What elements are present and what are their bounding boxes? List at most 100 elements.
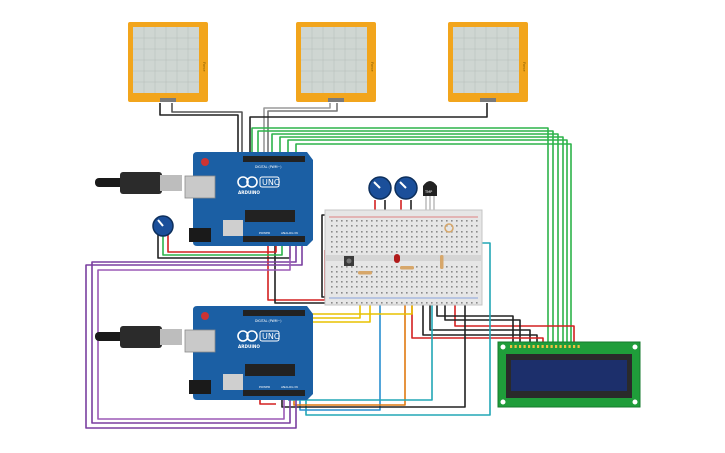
- breadboard-hole: [366, 241, 368, 243]
- breadboard-hole: [466, 271, 468, 273]
- breadboard-hole: [416, 246, 418, 248]
- breadboard-hole: [346, 236, 348, 238]
- breadboard-hole: [461, 236, 463, 238]
- breadboard-hole: [396, 246, 398, 248]
- breadboard-hole: [416, 241, 418, 243]
- breadboard-hole: [391, 286, 393, 288]
- breadboard-hole: [441, 302, 443, 304]
- potentiometer-3[interactable]: [394, 176, 418, 200]
- force-sensor-1[interactable]: Force: [128, 22, 208, 102]
- breadboard-hole: [371, 220, 373, 222]
- breadboard-hole: [351, 236, 353, 238]
- breadboard-hole: [381, 281, 383, 283]
- force-sensor-2[interactable]: Force: [296, 22, 376, 102]
- breadboard-hole: [441, 286, 443, 288]
- breadboard-hole: [376, 225, 378, 227]
- breadboard-hole: [451, 241, 453, 243]
- arduino-bottom-model: UNO: [262, 332, 280, 341]
- breadboard-hole: [476, 276, 478, 278]
- wire-black-lcd-3: [429, 303, 531, 348]
- led-icon[interactable]: [394, 254, 400, 263]
- breadboard-hole: [351, 276, 353, 278]
- breadboard-hole: [336, 292, 338, 294]
- breadboard-hole: [401, 246, 403, 248]
- lcd-pin: [519, 345, 522, 348]
- potentiometer-icon[interactable]: [152, 215, 174, 237]
- breadboard-hole: [341, 236, 343, 238]
- breadboard-hole: [416, 281, 418, 283]
- breadboard-hole: [436, 302, 438, 304]
- breadboard-hole: [331, 225, 333, 227]
- breadboard-hole: [456, 220, 458, 222]
- breadboard-hole: [351, 292, 353, 294]
- breadboard-hole: [426, 246, 428, 248]
- wire-black-bottom: [281, 303, 466, 408]
- breadboard-hole: [411, 276, 413, 278]
- breadboard-hole: [471, 251, 473, 253]
- breadboard-hole: [421, 231, 423, 233]
- breadboard-hole: [391, 246, 393, 248]
- arduino-top-power-label: POWER: [259, 231, 270, 235]
- breadboard-hole: [351, 246, 353, 248]
- breadboard-hole: [426, 220, 428, 222]
- breadboard-hole: [441, 231, 443, 233]
- potentiometer-2[interactable]: [368, 176, 392, 200]
- breadboard-hole: [421, 292, 423, 294]
- breadboard-hole: [436, 246, 438, 248]
- breadboard-hole: [376, 231, 378, 233]
- breadboard-hole: [346, 276, 348, 278]
- arduino-uno-bottom[interactable]: DIGITAL (PWM~) UNO ARDUINO POWER ANALOG …: [184, 306, 313, 400]
- wire-black-sensor3: [249, 103, 488, 157]
- breadboard-hole: [376, 292, 378, 294]
- breadboard-hole: [351, 241, 353, 243]
- pushbutton-icon[interactable]: [344, 256, 354, 266]
- breadboard-hole: [476, 236, 478, 238]
- breadboard-hole: [451, 236, 453, 238]
- breadboard-hole: [401, 286, 403, 288]
- breadboard-hole: [446, 271, 448, 273]
- breadboard-hole: [406, 292, 408, 294]
- breadboard-hole: [371, 302, 373, 304]
- breadboard-hole: [396, 236, 398, 238]
- wire-red-pot: [167, 234, 277, 253]
- breadboard-hole: [411, 246, 413, 248]
- breadboard-hole: [331, 302, 333, 304]
- breadboard-hole: [421, 251, 423, 253]
- breadboard-hole: [476, 241, 478, 243]
- breadboard-hole: [391, 276, 393, 278]
- breadboard-hole: [401, 231, 403, 233]
- breadboard-hole: [466, 231, 468, 233]
- breadboard-hole: [441, 292, 443, 294]
- breadboard-hole: [391, 236, 393, 238]
- breadboard-hole: [341, 266, 343, 268]
- breadboard-hole: [416, 286, 418, 288]
- arduino-bottom-analog-label: ANALOG IN: [281, 385, 298, 389]
- breadboard-hole: [466, 220, 468, 222]
- breadboard-hole: [441, 281, 443, 283]
- breadboard-hole: [386, 225, 388, 227]
- breadboard-hole: [436, 281, 438, 283]
- breadboard-hole: [426, 225, 428, 227]
- breadboard-hole: [456, 271, 458, 273]
- breadboard-hole: [426, 231, 428, 233]
- breadboard-hole: [331, 231, 333, 233]
- lcd-display[interactable]: [497, 341, 641, 408]
- breadboard-hole: [431, 281, 433, 283]
- breadboard-hole: [386, 286, 388, 288]
- breadboard-hole: [366, 281, 368, 283]
- arduino-uno-top[interactable]: DIGITAL (PWM~) UNO ARDUINO POWER ANALOG …: [184, 152, 313, 246]
- breadboard-hole: [441, 271, 443, 273]
- breadboard-hole: [351, 220, 353, 222]
- breadboard-hole: [386, 231, 388, 233]
- breadboard-hole: [366, 266, 368, 268]
- breadboard-hole: [386, 246, 388, 248]
- breadboard-hole: [361, 225, 363, 227]
- breadboard-hole: [426, 241, 428, 243]
- lcd-pin: [537, 345, 540, 348]
- breadboard-hole: [356, 236, 358, 238]
- temperature-sensor[interactable]: TMP: [423, 181, 437, 212]
- breadboard-hole: [431, 292, 433, 294]
- breadboard-hole: [341, 251, 343, 253]
- breadboard-hole: [391, 292, 393, 294]
- force-sensor-3[interactable]: Force: [448, 22, 528, 102]
